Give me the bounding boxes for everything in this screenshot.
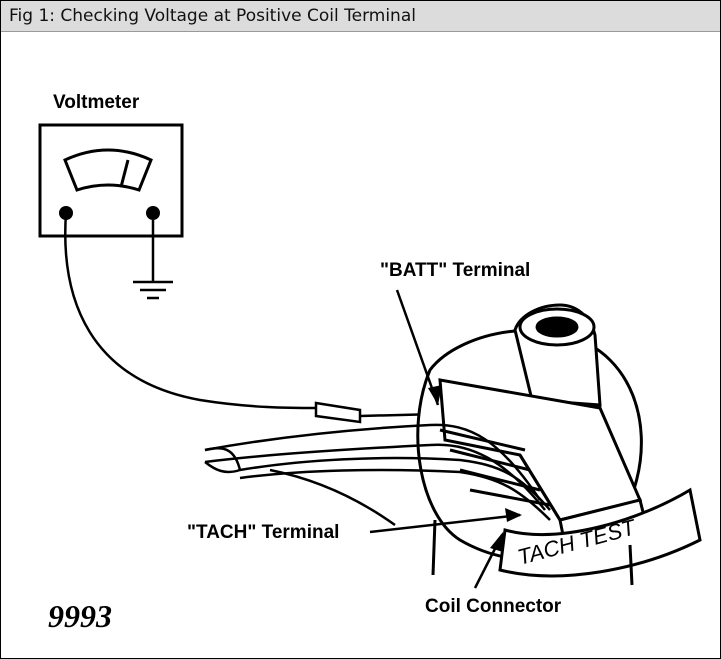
tach-terminal-label: "TACH" Terminal xyxy=(187,522,339,543)
test-lead xyxy=(64,212,319,410)
voltmeter xyxy=(38,123,184,238)
tach-pointer xyxy=(369,513,521,534)
ignition-coil xyxy=(416,303,647,562)
coil-connector-label: Coil Connector xyxy=(425,596,562,617)
batt-arrowhead xyxy=(428,385,442,405)
figure-number: 9993 xyxy=(48,598,112,634)
tach-arrowhead xyxy=(505,508,522,522)
voltmeter-label: Voltmeter xyxy=(53,92,140,113)
batt-pointer xyxy=(395,289,440,406)
meter-needle xyxy=(119,159,130,188)
wire-harness xyxy=(204,423,551,527)
meter-face xyxy=(63,148,153,192)
coil-mount xyxy=(431,519,634,586)
voltmeter-negative-terminal xyxy=(146,206,160,220)
coil-connector-arrowhead xyxy=(490,532,503,552)
ground-symbol xyxy=(133,220,173,300)
batt-terminal-label: "BATT" Terminal xyxy=(380,260,530,281)
figure-caption: Fig 1: Checking Voltage at Positive Coil… xyxy=(1,1,720,32)
